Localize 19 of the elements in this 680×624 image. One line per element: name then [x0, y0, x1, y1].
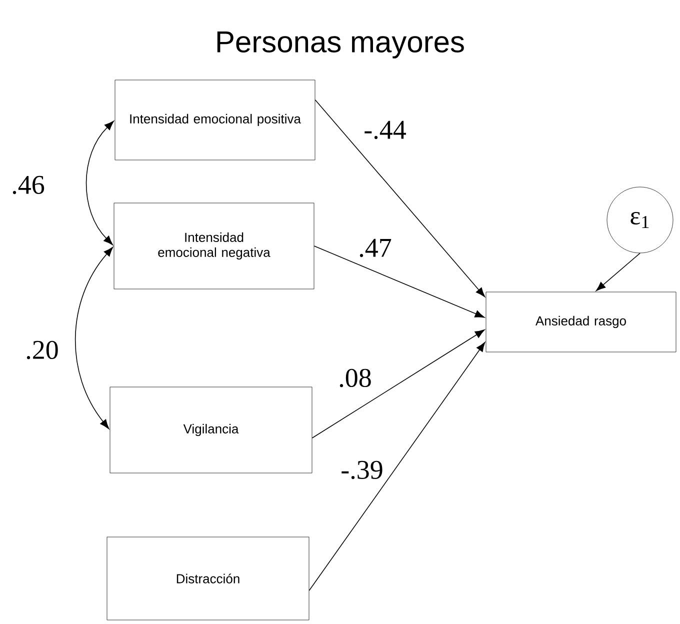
- edge-label: -.44: [362, 120, 408, 140]
- title: Personas mayores: [217, 32, 464, 58]
- variable-box: Intensidad emocional positiva: [114, 80, 316, 160]
- edge-label: -.39: [340, 460, 384, 480]
- edge-label: .47: [357, 238, 393, 258]
- arrow: [596, 252, 640, 292]
- arrow: [86, 120, 114, 246]
- arrow: [314, 246, 485, 318]
- edge-label: .20: [24, 340, 60, 360]
- arrow: [308, 342, 486, 591]
- variable-box: Ansiedad rasgo: [486, 292, 676, 352]
- arrow: [312, 330, 485, 438]
- arrow: [314, 100, 486, 298]
- variable-box: Intensidad emocional negativa: [114, 202, 314, 290]
- variable-box: Vigilancia: [110, 386, 312, 474]
- edge-label: .46: [10, 174, 46, 196]
- variable-box: Distracción: [106, 536, 310, 620]
- edge-label: .08: [337, 368, 373, 388]
- arrow: [74, 246, 114, 430]
